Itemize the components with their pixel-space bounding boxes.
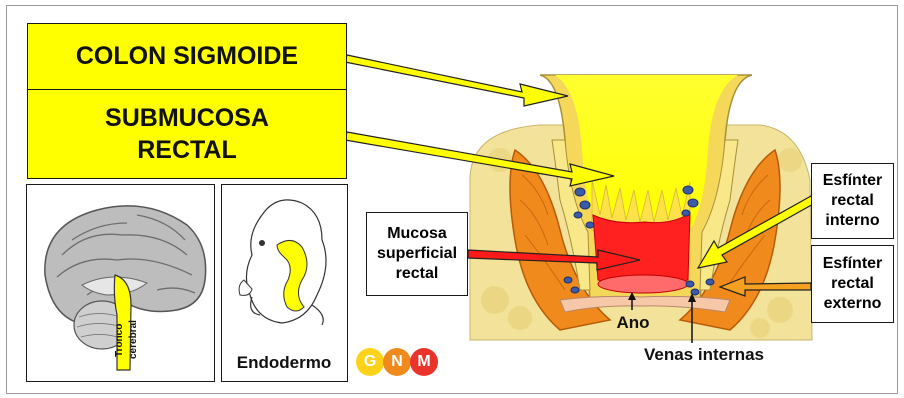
ano-label: Ano <box>605 313 661 333</box>
endodermo-label: Endodermo <box>222 353 346 373</box>
esfinter-interno-label-box: Esfínter rectal interno <box>811 163 894 239</box>
mucosa-superficial-label: Mucosa superficial rectal <box>377 224 457 284</box>
colon-sigmoide-label: COLON SIGMOIDE <box>76 42 298 71</box>
logo-n: N <box>383 348 411 376</box>
submucosa-rectal-box: SUBMUCOSA RECTAL <box>27 89 347 179</box>
arrow-colon <box>345 55 568 106</box>
mucosa-superficial-label-box: Mucosa superficial rectal <box>366 212 468 296</box>
logo-g: G <box>356 348 384 376</box>
anal-opening <box>598 275 688 293</box>
brain-panel: Tronco cerebral <box>26 184 215 382</box>
submucosa-rectal-label: SUBMUCOSA RECTAL <box>105 102 269 166</box>
esfinter-externo-label: Esfínter rectal externo <box>823 254 883 314</box>
esfinter-externo-label-box: Esfínter rectal externo <box>811 245 894 323</box>
embryo-panel: Endodermo <box>221 184 348 382</box>
tronco-cerebral-label: Tronco cerebral <box>113 310 127 370</box>
embryo-illustration <box>222 185 349 335</box>
venas-internas-label: Venas internas <box>634 345 774 365</box>
esfinter-interno-label: Esfínter rectal interno <box>823 171 883 231</box>
logo-m: M <box>410 348 438 376</box>
gnm-logo: G N M <box>356 346 438 378</box>
colon-sigmoide-box: COLON SIGMOIDE <box>27 23 347 90</box>
